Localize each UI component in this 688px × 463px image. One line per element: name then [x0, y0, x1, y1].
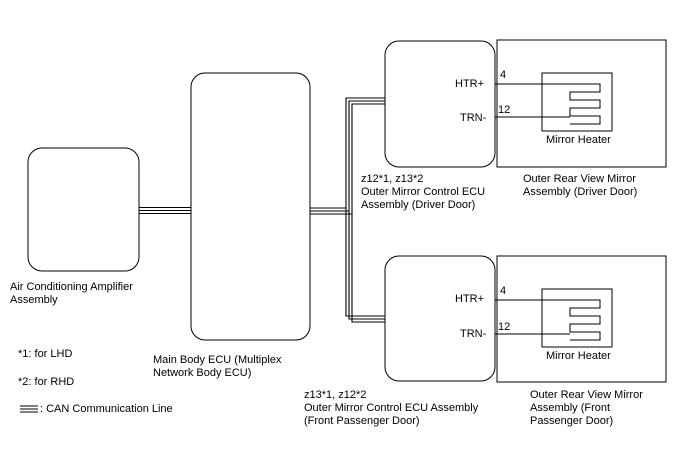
passenger-heater-element-icon — [569, 299, 601, 341]
passenger-mirror-heater-box — [541, 288, 613, 348]
driver-heater-element-icon — [569, 83, 601, 125]
passenger-htr-signal: HTR+ — [455, 293, 485, 305]
driver-mirror-ecu-code: z12*1, z13*2 — [361, 173, 424, 185]
passenger-mirror-assembly-box — [496, 255, 667, 383]
driver-pin-trn: 12 — [498, 104, 511, 116]
passenger-mirror-assembly-label-line3: Passenger Door) — [530, 415, 614, 427]
ac-amplifier-box — [27, 147, 140, 272]
driver-mirror-assembly-label-line2: Assembly (Driver Door) — [523, 186, 638, 198]
legend-can-line: : CAN Communication Line — [40, 403, 173, 415]
passenger-mirror-ecu-label-line1: Outer Mirror Control ECU Assembly — [304, 402, 479, 414]
driver-mirror-heater-box — [541, 72, 613, 132]
passenger-mirror-ecu-box — [384, 255, 496, 382]
passenger-mirror-assembly-label-line1: Outer Rear View Mirror — [530, 389, 643, 401]
passenger-pin-htr: 4 — [500, 285, 507, 297]
passenger-mirror-assembly-label: Outer Rear View Mirror Assembly (Front P… — [530, 389, 643, 428]
can-bus-lines — [20, 97, 385, 413]
ac-amplifier-label-line1: Air Conditioning Amplifier — [10, 281, 133, 293]
driver-htr-signal: HTR+ — [455, 78, 485, 90]
passenger-mirror-ecu-label-line2: (Front Passenger Door) — [304, 415, 420, 427]
passenger-mirror-ecu-code: z13*1, z12*2 — [304, 389, 367, 401]
passenger-mirror-assembly-label-line2: Assembly (Front — [530, 402, 611, 414]
can-legend-symbol — [20, 405, 38, 413]
driver-mirror-ecu-label: z12*1, z13*2 Outer Mirror Control ECU As… — [361, 173, 485, 212]
driver-mirror-assembly-box — [496, 39, 667, 168]
passenger-mirror-heater-label: Mirror Heater — [546, 350, 611, 362]
legend-note-rhd: *2: for RHD — [18, 376, 75, 388]
main-body-ecu-label: Main Body ECU (Multiplex Network Body EC… — [153, 354, 281, 380]
passenger-mirror-ecu-label: z13*1, z12*2 Outer Mirror Control ECU As… — [304, 389, 478, 428]
driver-trn-signal: TRN- — [460, 112, 487, 124]
driver-mirror-assembly-label: Outer Rear View Mirror Assembly (Driver … — [523, 173, 637, 199]
main-body-ecu-box — [190, 72, 311, 341]
legend-note-lhd: *1: for LHD — [18, 348, 73, 360]
passenger-pin-trn: 12 — [498, 321, 511, 333]
driver-mirror-assembly-label-line1: Outer Rear View Mirror — [523, 173, 636, 185]
driver-mirror-ecu-label-line1: Outer Mirror Control ECU — [361, 186, 486, 198]
main-body-ecu-label-line1: Main Body ECU (Multiplex — [153, 354, 282, 366]
main-body-ecu-label-line2: Network Body ECU) — [153, 367, 252, 379]
driver-mirror-ecu-box — [384, 40, 496, 168]
ac-amplifier-label-line2: Assembly — [10, 294, 58, 306]
driver-mirror-heater-label: Mirror Heater — [546, 134, 611, 146]
ac-amplifier-label: Air Conditioning Amplifier Assembly — [10, 281, 133, 307]
passenger-trn-signal: TRN- — [460, 328, 487, 340]
driver-pin-htr: 4 — [500, 69, 507, 81]
driver-mirror-ecu-label-line2: Assembly (Driver Door) — [361, 199, 476, 211]
